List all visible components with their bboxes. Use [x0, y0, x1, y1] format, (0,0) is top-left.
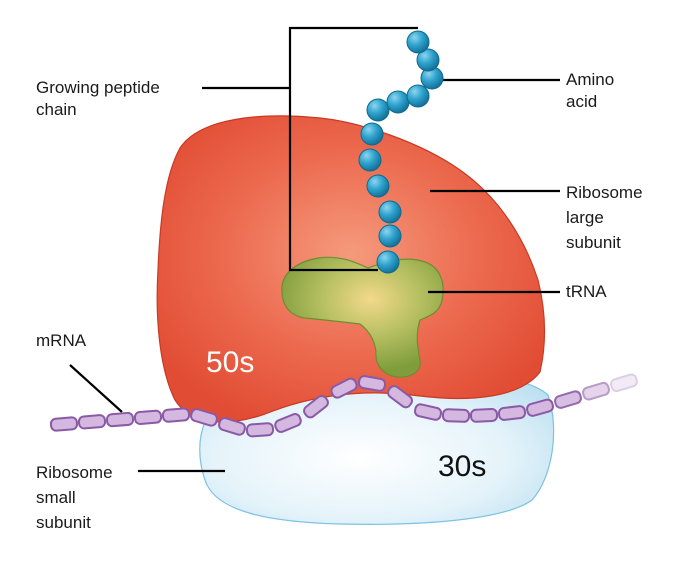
mrna-codon-segment	[469, 407, 499, 423]
mrna-codon-segment	[303, 394, 329, 419]
mrna-codon-segment	[218, 417, 246, 436]
amino-acid-chain	[358, 30, 444, 274]
amino-acid-bead	[376, 250, 400, 274]
mrna-codon-segment	[610, 373, 638, 393]
mrna-codon-segment	[105, 411, 135, 428]
mrna-codon-segment	[554, 390, 582, 409]
leader-lines	[69, 26, 560, 473]
amino-acid-bead	[386, 90, 410, 114]
mrna-codon-segment	[161, 407, 191, 423]
mrna-codon-segment	[49, 416, 79, 432]
mrna-codon-segment	[190, 408, 218, 427]
peptide-bracket	[288, 26, 418, 272]
label-amino-acid: Amino acid	[566, 69, 614, 113]
label-small-line3: subunit	[36, 513, 91, 532]
small-subunit-code: 30s	[438, 450, 487, 483]
mrna-codon-segment	[441, 408, 471, 423]
mrna-codon-segment	[357, 375, 387, 392]
mrna-codon-segment	[330, 377, 358, 399]
label-small-line1: Ribosome	[36, 463, 113, 482]
label-growing-peptide-line1: Growing peptide	[36, 78, 160, 97]
amino-acid-bead	[406, 30, 430, 54]
mrna-codon-segment	[582, 381, 610, 401]
amino-acid-bead	[358, 148, 382, 172]
label-large-line3: subunit	[566, 233, 621, 252]
label-trna: tRNA	[566, 282, 607, 301]
amino-acid-bead	[378, 224, 402, 248]
mrna-codon-segment	[133, 409, 163, 425]
mrna-codon-segment	[526, 398, 554, 417]
amino-acid-bead	[406, 84, 430, 108]
label-ribosome-large-subunit: Ribosome large subunit	[566, 180, 643, 255]
label-large-line1: Ribosome	[566, 183, 643, 202]
label-ribosome-small-subunit: Ribosome small subunit	[36, 460, 113, 535]
mrna-codon-segment	[387, 385, 413, 409]
amino-acid-bead	[416, 48, 440, 72]
mrna-codon-segment	[497, 405, 527, 421]
mrna-codon-segment	[413, 403, 443, 421]
label-small-line2: small	[36, 488, 76, 507]
label-growing-peptide-line2: chain	[36, 100, 77, 119]
mrna-strand	[49, 373, 638, 438]
amino-acid-bead	[378, 200, 402, 224]
mrna-leader	[69, 364, 123, 413]
label-mrna: mRNA	[36, 331, 87, 350]
amino-acid-bead	[366, 174, 390, 198]
amino-acid-bead	[366, 98, 390, 122]
mrna-codon-segment	[245, 422, 275, 438]
label-growing-peptide-chain: Growing peptide chain	[36, 77, 160, 121]
large-subunit-code: 50s	[206, 346, 255, 379]
label-amino-line2: acid	[566, 92, 598, 111]
amino-acid-bead	[360, 122, 384, 146]
trna-molecule	[281, 256, 444, 378]
mrna-codon-segment	[77, 414, 107, 430]
label-large-line2: large	[566, 208, 604, 227]
mrna-codon-segment	[274, 413, 302, 433]
label-amino-line1: Amino	[566, 70, 615, 89]
